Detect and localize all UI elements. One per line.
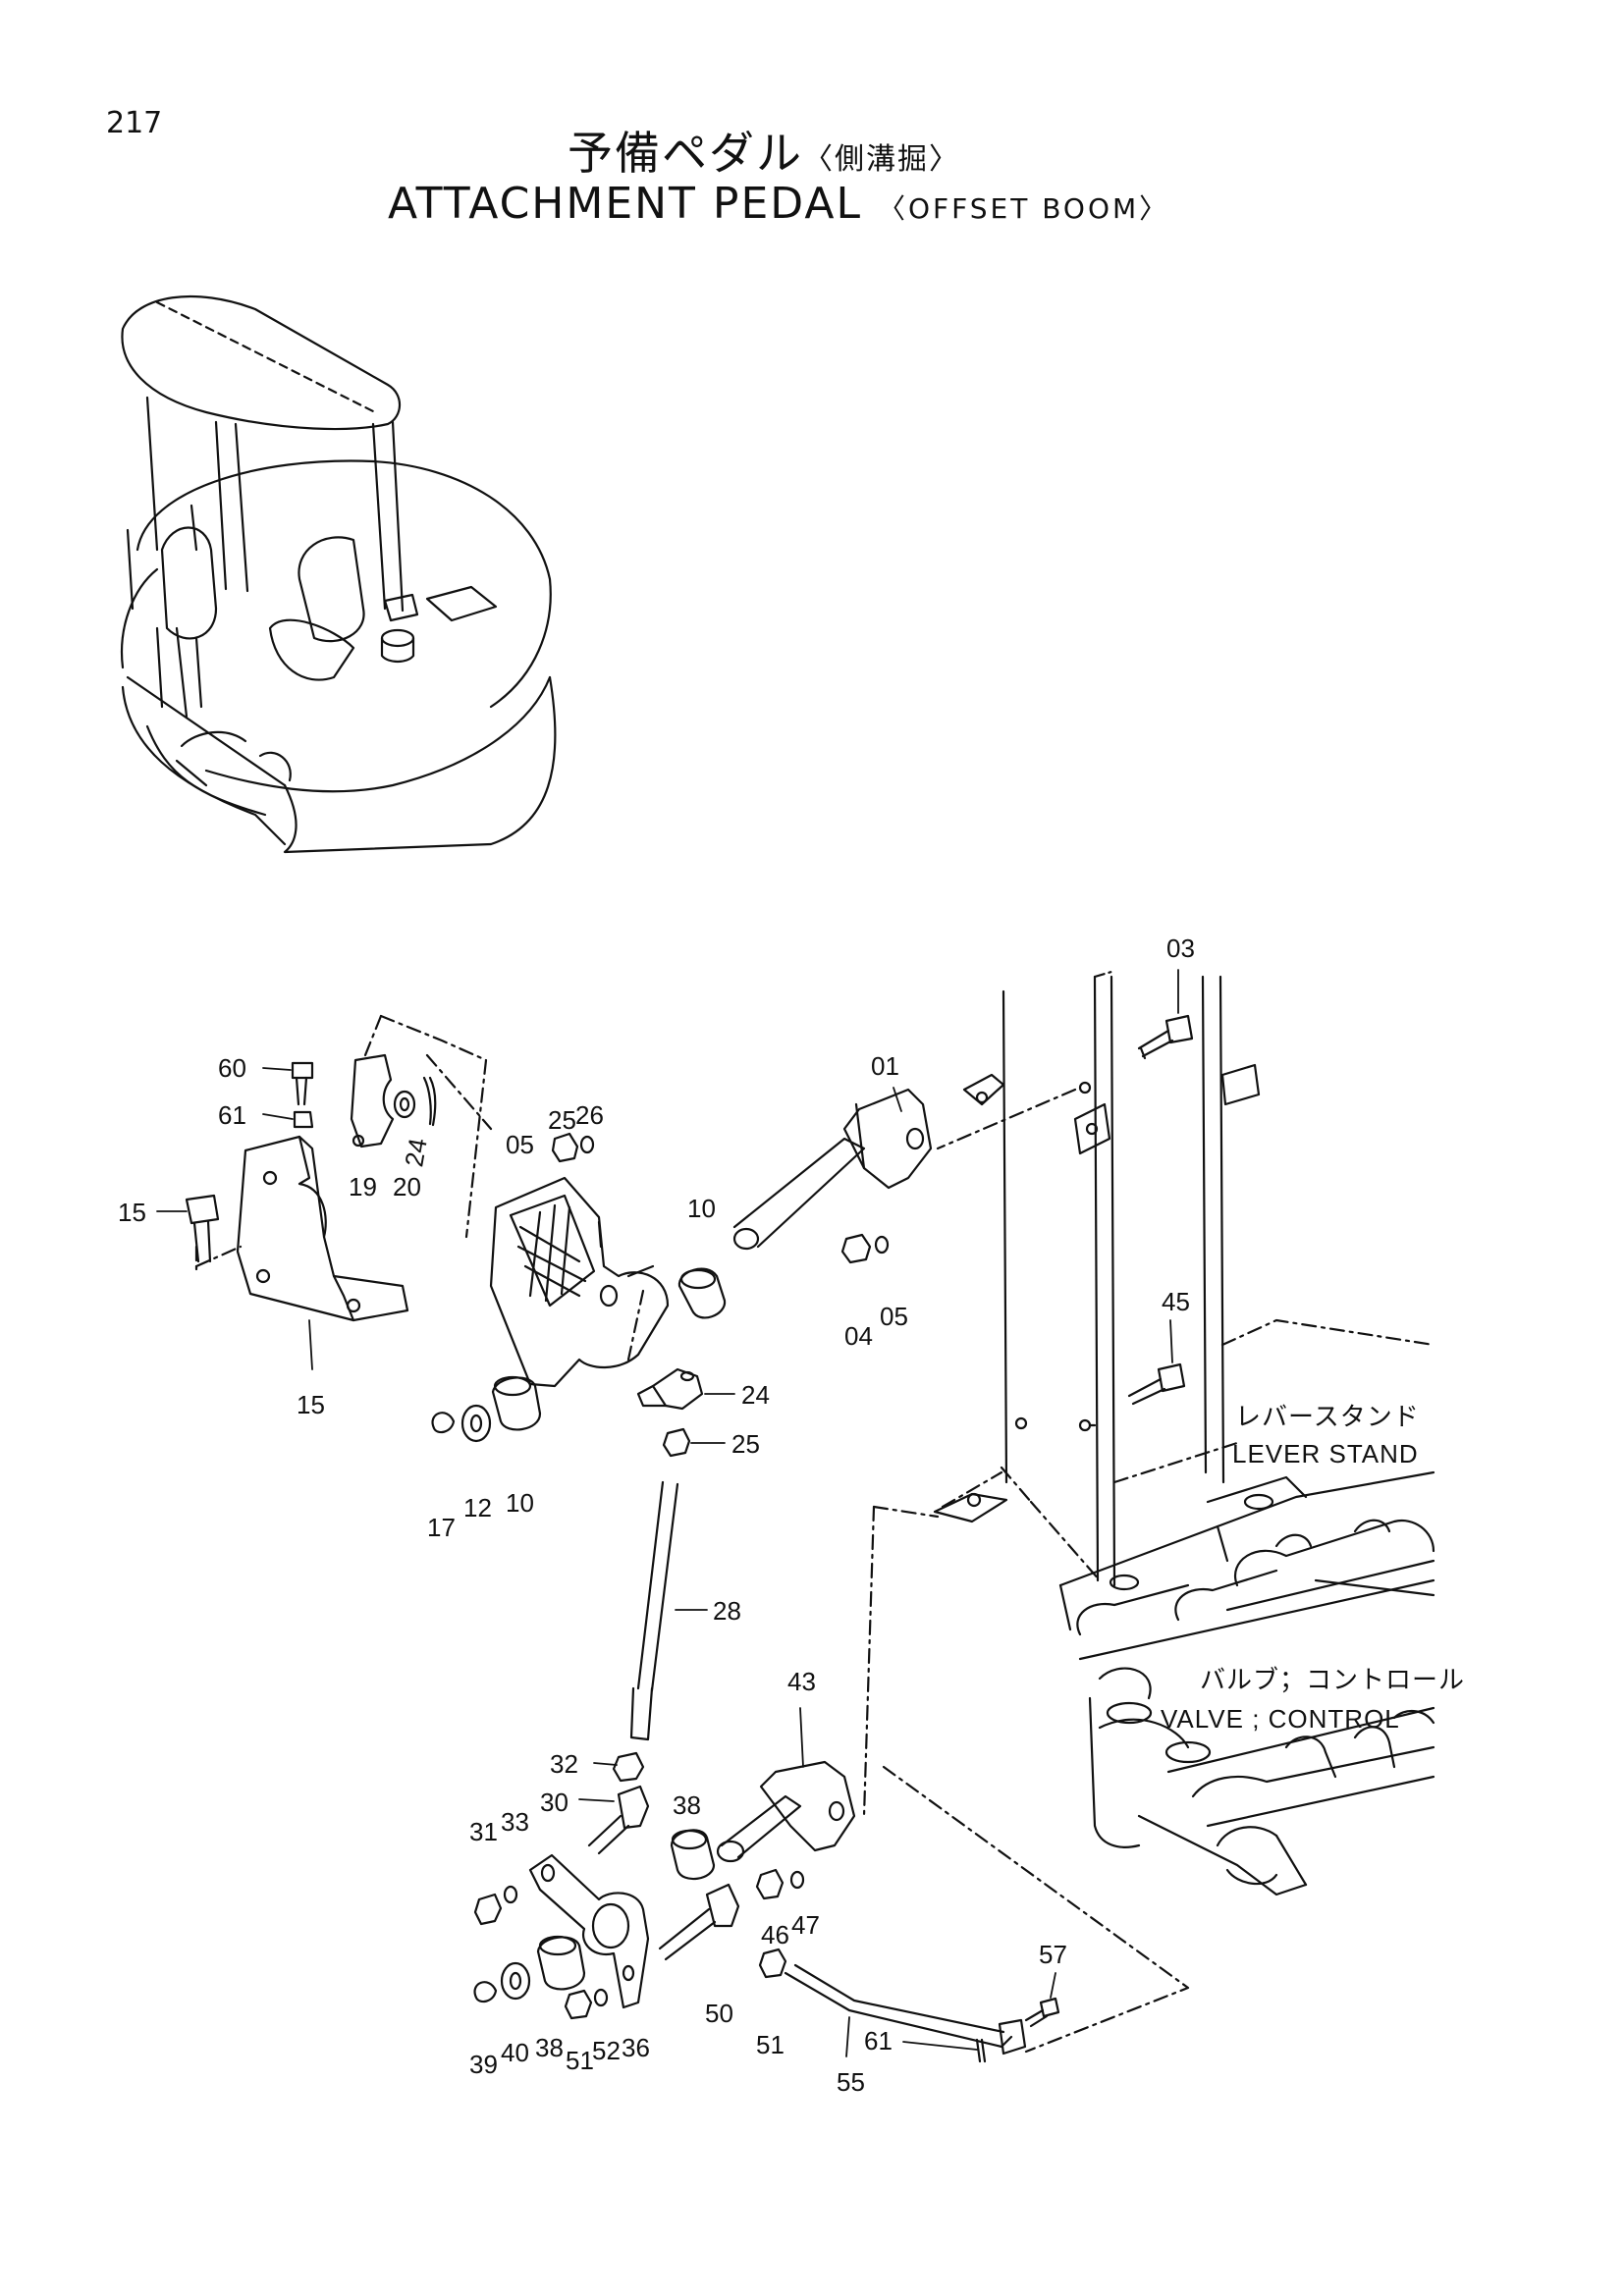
callout-51-left: 51: [566, 2046, 594, 2075]
reference-lines: [194, 1014, 1190, 2054]
callout-61: 61: [218, 1100, 246, 1130]
callout-25-lower: 25: [731, 1429, 760, 1459]
component-labels: レバースタンド LEVER STAND バルブ；コントロール VALVE ; C…: [1161, 1402, 1465, 1734]
callout-21: 24: [399, 1136, 433, 1169]
title-english: ATTACHMENT PEDAL 〈OFFSET BOOM〉: [388, 179, 1169, 229]
callout-52: 52: [592, 2036, 621, 2065]
upper-pedal-assembly: [185, 1014, 1194, 1741]
callout-56: 57: [1039, 1940, 1067, 1969]
callout-08: 05: [506, 1130, 534, 1159]
callout-12: 17: [427, 1513, 456, 1542]
callout-55: 55: [837, 2067, 865, 2097]
callout-19: 19: [349, 1172, 377, 1201]
callout-25-upper: 25: [548, 1105, 576, 1135]
page-number: 217: [106, 106, 163, 140]
title-japanese: 予備ペダル〈側溝掘〉: [568, 118, 960, 183]
callout-01: 01: [871, 1051, 899, 1081]
lower-pedal-assembly: [473, 1751, 1060, 2063]
callout-43: 43: [787, 1667, 816, 1696]
title-jp-main: 予備ペダル: [568, 127, 803, 180]
callout-45: 45: [1162, 1287, 1190, 1316]
callout-32: 32: [550, 1749, 578, 1779]
label-valve-en: VALVE ; CONTROL: [1161, 1704, 1400, 1734]
callout-26: 26: [575, 1100, 604, 1130]
callout-50: 50: [705, 1999, 733, 2028]
callout-03: 03: [1166, 934, 1195, 963]
title-en-sub: 〈OFFSET BOOM〉: [877, 192, 1170, 225]
callout-47: 47: [791, 1910, 820, 1940]
title-jp-sub: 〈側溝掘〉: [803, 142, 960, 177]
callout-15: 15: [297, 1390, 325, 1419]
label-lever-stand-en: LEVER STAND: [1232, 1439, 1419, 1468]
callout-38-upper: 38: [673, 1790, 701, 1820]
callout-40: 39: [469, 2050, 498, 2079]
callout-51-right: 51: [756, 2030, 785, 2059]
callout-60: 60: [218, 1053, 246, 1083]
label-lever-stand-jp: レバースタンド: [1235, 1402, 1420, 1431]
callout-24: 24: [741, 1380, 770, 1410]
callout-28: 28: [713, 1596, 741, 1626]
callout-31: 31: [469, 1817, 498, 1846]
callout-04: 04: [844, 1321, 873, 1351]
machine-overview-drawing: [121, 294, 557, 854]
title-en-main: ATTACHMENT PEDAL: [388, 179, 862, 229]
control-valve-drawing: [1058, 1470, 1435, 1896]
callout-10-upper: 10: [687, 1194, 716, 1223]
callout-05: 05: [880, 1302, 908, 1331]
lever-stand-drawing: [933, 970, 1435, 1587]
callout-11: 12: [463, 1493, 492, 1522]
callout-39: 40: [501, 2038, 529, 2067]
callout-57: 61: [864, 2026, 893, 2056]
callout-20: 20: [393, 1172, 421, 1201]
callout-33: 33: [501, 1807, 529, 1837]
callout-30: 30: [540, 1788, 568, 1817]
callout-46: 46: [761, 1920, 789, 1949]
label-valve-jp: バルブ；コントロール: [1200, 1665, 1465, 1694]
callout-36: 36: [622, 2033, 650, 2062]
callout-10-lower: 10: [506, 1488, 534, 1518]
callout-38-lower: 38: [535, 2033, 564, 2062]
callout-17: 15: [118, 1198, 146, 1227]
leader-lines: [156, 969, 1179, 2057]
callout-numbers: 03 01 60 61 15 25 26 24 20 19 05 10 04 0…: [118, 934, 1195, 2097]
